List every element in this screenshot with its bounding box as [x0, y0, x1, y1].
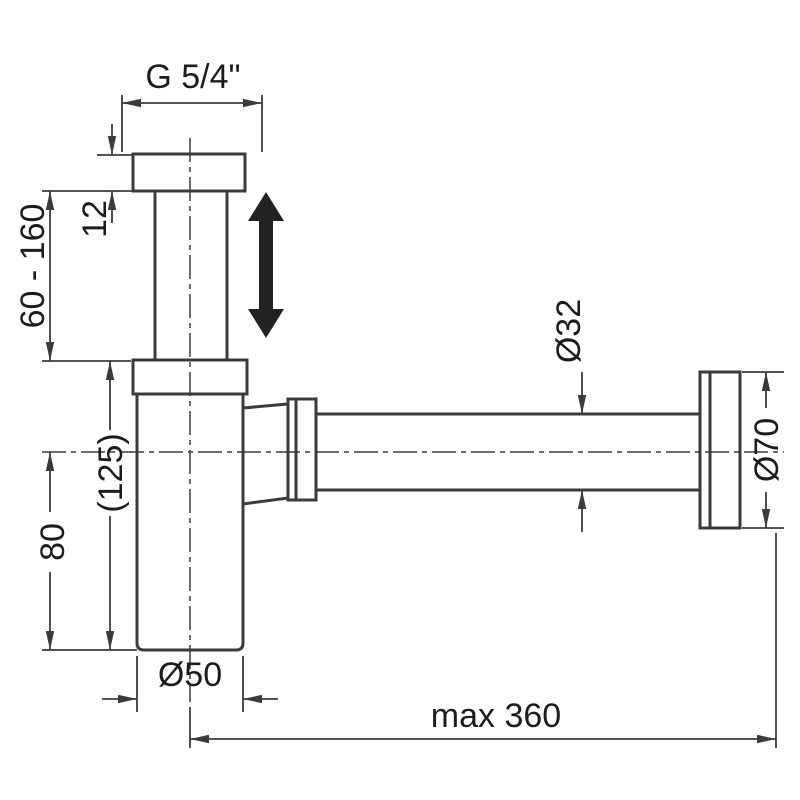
dim-pipe-diameter: Ø32: [550, 299, 588, 532]
dim-thread-size: G 5/4": [121, 58, 263, 152]
outlet-assembly: [242, 370, 742, 530]
outlet-height-label: 80: [34, 523, 72, 561]
max-length-label: max 360: [431, 697, 561, 735]
dim-outlet-height: 80: [34, 452, 137, 651]
dim-body-height: (125): [92, 361, 130, 650]
outlet-shoulder-top: [242, 402, 289, 410]
centerlines: [42, 138, 784, 702]
body-diameter-label: Ø50: [158, 656, 222, 694]
rosette-diameter-label: Ø70: [748, 418, 786, 482]
dim-flange-thickness: 12: [76, 124, 133, 238]
dim-max-length: max 360: [189, 533, 777, 748]
dim-adjustable-height: 60 - 160: [14, 190, 133, 362]
adjustable-height-label: 60 - 160: [14, 204, 52, 329]
union-nut: [286, 397, 318, 502]
trap-body: [131, 358, 249, 652]
outlet-shoulder-bottom: [242, 496, 289, 506]
adjustability-double-arrow-icon: [248, 192, 284, 338]
body-cup: [135, 394, 245, 652]
pipe-diameter-label: Ø32: [550, 299, 588, 363]
body-top-nut: [131, 358, 249, 396]
body-height-label: (125): [92, 433, 130, 512]
wall-rosette: [698, 370, 742, 530]
top-flange-nut: [131, 152, 247, 193]
flange-thickness-label: 12: [76, 200, 114, 238]
dim-body-diameter: Ø50: [102, 656, 278, 712]
thread-size-label: G 5/4": [145, 58, 240, 96]
tailpipe-assembly: [131, 152, 247, 360]
dim-rosette-diameter: Ø70: [742, 371, 786, 529]
